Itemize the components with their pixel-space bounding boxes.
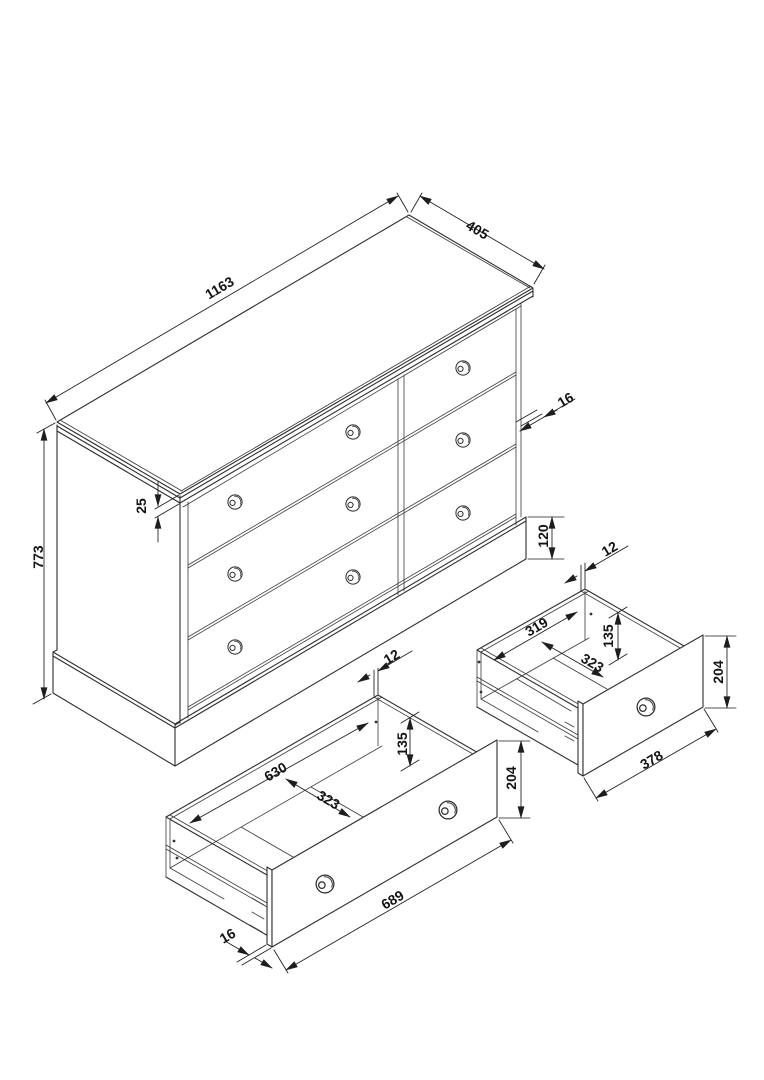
screw-hole	[479, 690, 483, 694]
dim-large-drawer-front-height-label: 204	[503, 766, 519, 790]
dim-cabinet-top-thickness-label: 25	[133, 498, 149, 514]
small-drawer-floor	[480, 637, 608, 733]
cabinet-front-frame	[182, 302, 522, 719]
drawer-knob	[345, 496, 361, 512]
small-drawer-front-edge	[577, 700, 584, 777]
drawer-knob	[345, 569, 361, 585]
drawer-knob	[455, 432, 471, 448]
dim-small-drawer-front-height-label: 204	[710, 660, 726, 684]
dim-large-drawer-front-width-label: 689	[378, 887, 406, 913]
screw-hole	[172, 839, 176, 843]
large-drawer-dimensions: 12 630 323 135 204 689 16	[189, 646, 531, 974]
dim-small-drawer-back-thickness-label: 12	[599, 538, 621, 560]
small-drawer-side-groove	[476, 676, 579, 742]
dim-small-drawer-inner-height-label: 135	[600, 624, 616, 648]
dim-small-drawer-front-height: 204	[704, 635, 737, 709]
drawer-knob	[455, 505, 471, 521]
drawer-knob	[227, 639, 243, 655]
dim-cabinet-plinth-height: 120	[527, 516, 565, 560]
dim-cabinet-height: 773	[30, 422, 56, 705]
dim-large-drawer-back-thickness-label: 12	[381, 646, 403, 668]
drawer-knob	[636, 697, 656, 717]
dim-large-drawer-inner-height: 135	[394, 711, 420, 772]
dim-large-drawer-back-thickness: 12	[357, 646, 413, 697]
dim-large-drawer-inner-height-label: 135	[394, 732, 410, 756]
screw-hole	[589, 612, 593, 616]
screw-hole	[374, 720, 378, 724]
small-drawer	[476, 588, 704, 777]
drawer-knob	[345, 424, 361, 440]
cabinet-side-panel-edges	[56, 424, 181, 724]
dim-small-drawer-front-width-label: 378	[637, 747, 665, 773]
dim-cabinet-plinth-height-label: 120	[535, 524, 551, 548]
screw-hole	[477, 660, 481, 664]
cabinet-silhouette	[53, 215, 533, 766]
dim-cabinet-side-thickness: 16	[515, 389, 577, 432]
dim-cabinet-height-label: 773	[30, 545, 46, 569]
drawer-knob	[315, 874, 335, 894]
screw-hole	[175, 856, 179, 860]
small-drawer-side	[476, 706, 579, 766]
cabinet-plinth	[52, 516, 527, 767]
dim-large-drawer-front-thickness-label: 16	[217, 925, 239, 947]
large-drawer-corner-edges	[165, 696, 379, 878]
dim-large-drawer-front-thickness: 16	[217, 925, 273, 969]
dim-small-drawer-inner-height: 135	[600, 606, 628, 666]
drawer-knob	[227, 494, 243, 510]
cabinet-drawer-gap-lines	[187, 371, 517, 711]
drawer-knob	[455, 360, 471, 376]
dim-large-drawer-front-height: 204	[498, 740, 531, 819]
cabinet	[52, 214, 534, 767]
drawer-knob	[227, 566, 243, 582]
dim-cabinet-depth-label: 405	[463, 217, 491, 243]
dim-cabinet-top-thickness: 25	[133, 481, 180, 543]
large-drawer-front-edge	[266, 866, 273, 948]
drawer-knob	[438, 800, 458, 820]
dim-cabinet-side-thickness-label: 16	[555, 389, 577, 411]
dim-small-drawer-back-thickness: 12	[564, 538, 629, 592]
dim-cabinet-width-label: 1163	[202, 273, 236, 302]
large-drawer-side-groove	[165, 844, 275, 933]
